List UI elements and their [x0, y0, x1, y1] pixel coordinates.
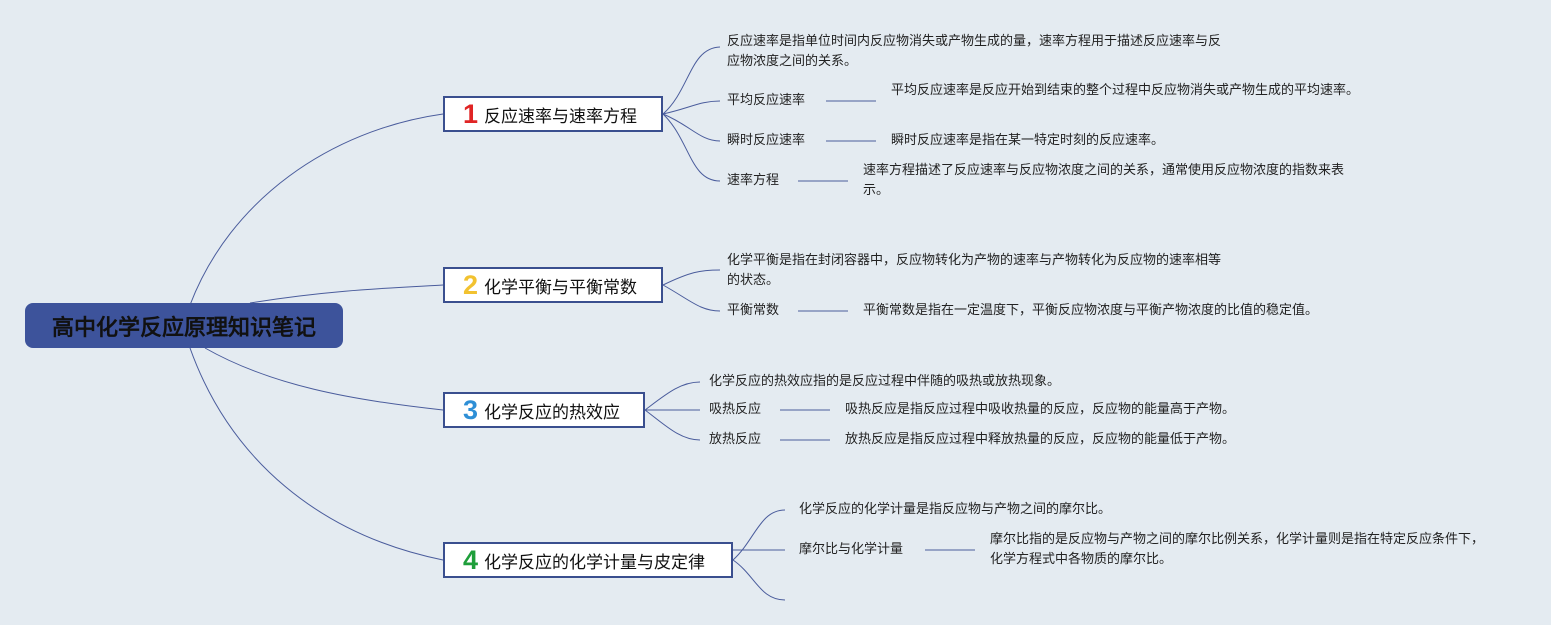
link-root-branch-4	[189, 347, 444, 561]
branch-4-title: 化学反应的化学计量与皮定律	[484, 552, 706, 573]
branch-1-number: 1	[463, 98, 479, 129]
branch-3-title: 化学反应的热效应	[484, 402, 621, 423]
root-title: 高中化学反应原理知识笔记	[51, 315, 316, 341]
branch-1-child-2-label[interactable]: 瞬时反应速率	[727, 133, 806, 148]
link-b3-summary	[644, 381, 701, 411]
branch-1-child-2-detail: 瞬时反应速率是指在某一特定时刻的反应速率。	[891, 133, 1165, 148]
link-b3-c2	[644, 409, 701, 441]
branch-4-topic[interactable]: 4 化学反应的化学计量与皮定律	[443, 542, 733, 578]
link-b2-summary	[662, 269, 721, 286]
branch-4-number: 4	[463, 544, 479, 575]
branch-1-summary: 反应速率是指单位时间内反应物消失或产物生成的量，速率方程用于描述反应速率与反应物…	[727, 34, 1222, 69]
link-root-branch-1	[189, 113, 444, 306]
branch-1-topic[interactable]: 1 反应速率与速率方程	[443, 96, 663, 132]
branch-4-summary: 化学反应的化学计量是指反应物与产物之间的摩尔比。	[799, 502, 1112, 517]
branch-3-child-2-detail: 放热反应是指反应过程中释放热量的反应，反应物的能量低于产物。	[845, 432, 1236, 447]
branch-3-number: 3	[463, 394, 479, 425]
branch-3-child-1-detail: 吸热反应是指反应过程中吸收热量的反应，反应物的能量高于产物。	[845, 402, 1236, 417]
branch-3-child-2-label[interactable]: 放热反应	[709, 432, 762, 447]
root-topic[interactable]: 高中化学反应原理知识笔记	[25, 303, 343, 348]
branch-2-child-1-detail: 平衡常数是指在一定温度下，平衡反应物浓度与平衡产物浓度的比值的稳定值。	[863, 303, 1319, 318]
branch-1-child-3-detail: 速率方程描述了反应速率与反应物浓度之间的关系，通常使用反应物浓度的指数来表示。	[863, 163, 1345, 198]
branch-4-child-1-label[interactable]: 摩尔比与化学计量	[799, 542, 904, 557]
branch-1-child-3-label[interactable]: 速率方程	[727, 173, 780, 188]
branch-3-summary: 化学反应的热效应指的是反应过程中伴随的吸热或放热现象。	[709, 374, 1061, 389]
branch-2-summary: 化学平衡是指在封闭容器中，反应物转化为产物的速率与产物转化为反应物的速率相等的状…	[727, 253, 1222, 288]
link-b1-summary	[662, 46, 721, 115]
link-b1-c3	[662, 113, 721, 182]
link-b1-c2	[662, 113, 721, 142]
branch-2-number: 2	[463, 269, 479, 300]
branch-1-title: 反应速率与速率方程	[484, 106, 638, 127]
branch-3-topic[interactable]: 3 化学反应的热效应	[443, 392, 645, 428]
branch-1-child-1-label[interactable]: 平均反应速率	[727, 93, 806, 108]
branch-3-child-1-label[interactable]: 吸热反应	[709, 402, 762, 417]
link-b4-summary	[732, 509, 786, 561]
branch-2-topic[interactable]: 2 化学平衡与平衡常数	[443, 267, 663, 303]
link-b2-c1	[662, 284, 721, 312]
branch-1-child-1-detail: 平均反应速率是反应开始到结束的整个过程中反应物消失或产物生成的平均速率。	[891, 83, 1360, 98]
branch-2-title: 化学平衡与平衡常数	[484, 277, 638, 298]
link-root-branch-2	[249, 284, 444, 304]
link-b4-empty	[732, 559, 786, 601]
link-root-branch-3	[204, 347, 444, 411]
link-b1-c1	[662, 100, 721, 115]
branch-4-child-1-detail: 摩尔比指的是反应物与产物之间的摩尔比例关系，化学计量则是指在特定反应条件下，化学…	[990, 532, 1485, 567]
branch-2-child-1-label[interactable]: 平衡常数	[727, 303, 780, 318]
